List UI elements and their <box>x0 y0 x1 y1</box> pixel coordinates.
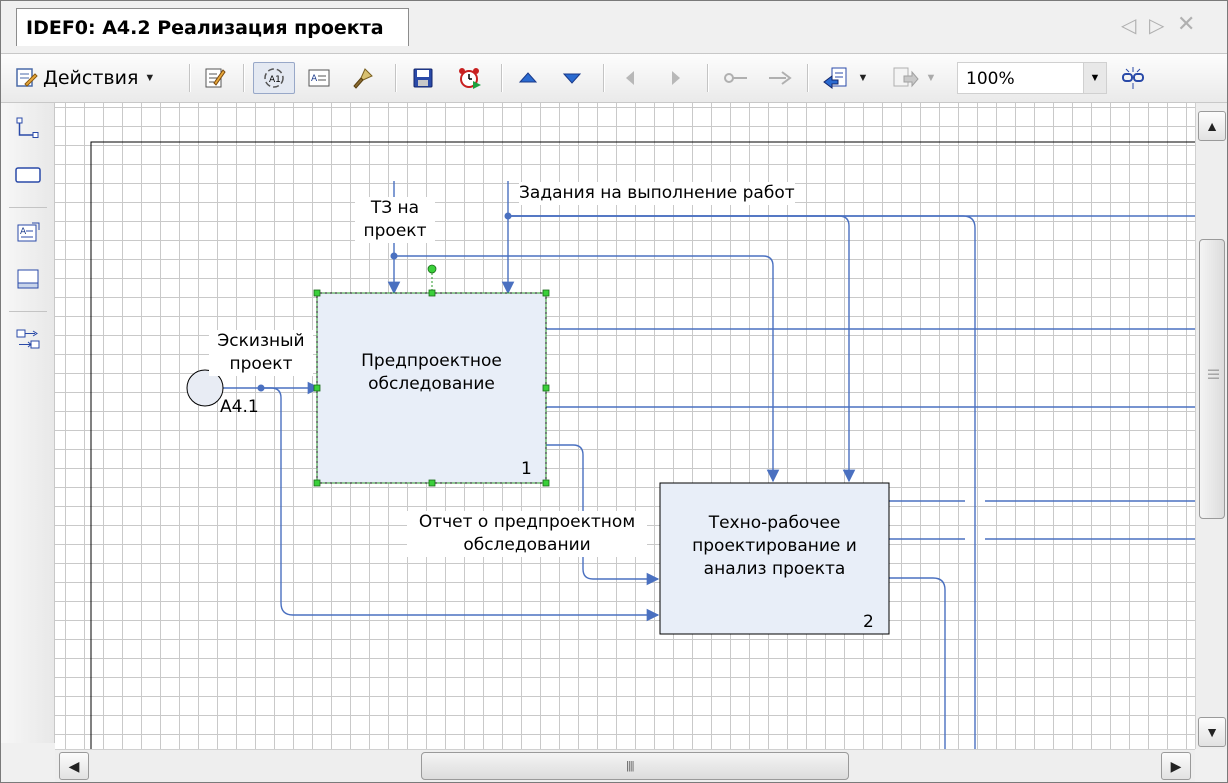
diagram-drawing <box>90 141 1195 749</box>
zoom-dropdown-icon[interactable]: ▼ <box>1083 63 1106 93</box>
svg-text:A1: A1 <box>269 75 281 85</box>
brush-icon <box>353 68 373 89</box>
page-frame <box>90 141 1195 749</box>
vertical-scrollbar[interactable]: ▲ ——— ▼ <box>1195 103 1227 749</box>
alarm-clock-icon <box>459 68 481 89</box>
vertical-scroll-thumb[interactable]: ——— <box>1199 239 1225 519</box>
tunnel-circle[interactable] <box>186 369 224 407</box>
chevron-up-icon: ▲ <box>1205 118 1219 134</box>
grip-icon: |||| <box>626 760 635 772</box>
edit-notes-icon <box>205 68 226 88</box>
diagram-canvas[interactable]: Предпроектное обследование 1 Техно-рабоч… <box>55 103 1195 749</box>
import-icon <box>822 67 847 89</box>
swap-connectors-icon <box>16 329 40 349</box>
arrow-tool-button[interactable] <box>14 115 42 143</box>
key-connector-icon <box>724 73 747 83</box>
actions-dropdown-icon: ▼ <box>144 72 156 84</box>
tool-palette: A <box>1 103 55 743</box>
simulate-button[interactable] <box>453 62 487 94</box>
horizontal-scroll-thumb[interactable]: |||| <box>421 752 849 780</box>
arrow-tz-to-activity2[interactable] <box>394 255 780 483</box>
zoom-value: 100% <box>966 69 1015 89</box>
move-down-button[interactable] <box>557 62 587 94</box>
import-button[interactable]: ▼ <box>817 62 873 94</box>
actions-icon <box>16 68 38 87</box>
activity-box-tool-button[interactable] <box>14 161 42 189</box>
svg-text:A: A <box>20 227 27 237</box>
break-link-button[interactable] <box>1117 62 1149 94</box>
chevron-left-icon: ◀ <box>68 757 80 774</box>
scroll-down-button[interactable]: ▼ <box>1198 717 1226 747</box>
tab-title: IDEF0: A4.2 Реализация проекта <box>26 17 384 39</box>
text-tool-button[interactable]: A <box>14 219 42 247</box>
import-dropdown-icon: ▼ <box>857 72 869 84</box>
text-annotation-icon: A <box>17 222 40 242</box>
tab-idef0-diagram[interactable]: IDEF0: A4.2 Реализация проекта <box>16 8 409 46</box>
save-icon <box>413 68 433 88</box>
close-tab-icon[interactable]: ✕ <box>1177 11 1196 36</box>
arrow-down-icon <box>562 73 582 84</box>
text-box-icon: A <box>308 69 330 87</box>
arrow-up-icon <box>518 72 538 83</box>
rectangle-icon <box>15 167 41 183</box>
actions-label: Действия <box>43 67 139 89</box>
auto-numbering-button[interactable]: A1 <box>253 62 295 94</box>
text-box-button[interactable]: A <box>303 62 335 94</box>
label-tasks[interactable]: Задания на выполнение работ <box>519 182 795 205</box>
connector-arrow-icon <box>16 117 39 138</box>
export-icon <box>893 67 919 88</box>
document-tab-bar: IDEF0: A4.2 Реализация проекта ◁ ▷ ✕ <box>1 1 1227 53</box>
move-up-button[interactable] <box>513 62 543 94</box>
auto-number-icon: A1 <box>264 68 284 88</box>
label-tz-project[interactable]: ТЗ на проект <box>355 197 435 243</box>
go-to-parent-button[interactable] <box>719 62 753 94</box>
format-brush-button[interactable] <box>347 62 379 94</box>
scroll-tabs-left-icon[interactable]: ◁ <box>1121 15 1137 37</box>
scroll-up-button[interactable]: ▲ <box>1198 111 1226 141</box>
frame-tool-button[interactable] <box>14 265 42 293</box>
arrow-sketch-to-activity2[interactable] <box>261 387 660 622</box>
activity-box-1[interactable] <box>316 292 547 484</box>
export-dropdown-icon: ▼ <box>925 72 937 84</box>
chevron-right-icon: ▶ <box>1170 757 1182 774</box>
rotate-handle[interactable] <box>427 264 437 274</box>
scroll-right-button[interactable]: ▶ <box>1161 752 1191 780</box>
next-diagram-button[interactable] <box>661 62 691 94</box>
zoom-select[interactable]: 100% ▼ <box>957 62 1107 94</box>
horizontal-scrollbar[interactable]: ◀ |||| ▶ <box>55 749 1195 782</box>
triangle-right-icon <box>672 71 680 85</box>
scrollbar-corner <box>1195 749 1227 782</box>
activity-2-number: 2 <box>863 612 874 632</box>
scroll-left-button[interactable]: ◀ <box>59 752 89 780</box>
edit-properties-button[interactable] <box>199 62 231 94</box>
actions-menu-button[interactable]: Действия ▼ <box>15 62 155 94</box>
go-to-child-button[interactable] <box>763 62 797 94</box>
arrow-activity2-output-3[interactable] <box>889 577 946 749</box>
tunnel-tool-button[interactable] <box>14 325 42 353</box>
label-pre-project-report[interactable]: Отчет о предпроектном обследовании <box>407 511 647 557</box>
activity-1-number: 1 <box>521 459 532 479</box>
triangle-left-icon <box>626 71 634 85</box>
activity-box-2[interactable] <box>659 482 890 635</box>
activity-2-title: Техно-рабочее проектирование и анализ пр… <box>692 513 857 579</box>
chevron-down-icon: ▼ <box>1205 724 1219 740</box>
tunnel-reference-label: A4.1 <box>220 397 259 417</box>
broken-chain-icon <box>1122 67 1144 89</box>
activity-1-title: Предпроектное обследование <box>361 351 502 394</box>
scroll-tabs-right-icon[interactable]: ▷ <box>1149 15 1165 37</box>
diagram-toolbar: Действия ▼ A1 A <box>1 53 1227 103</box>
grip-icon: ——— <box>1208 364 1219 384</box>
export-button[interactable]: ▼ <box>885 62 941 94</box>
svg-text:A: A <box>311 74 318 84</box>
arrow-connector-icon <box>769 71 792 85</box>
previous-diagram-button[interactable] <box>615 62 645 94</box>
label-sketch-project[interactable]: Эскизный проект <box>209 330 313 376</box>
save-button[interactable] <box>407 62 439 94</box>
frame-icon <box>17 269 39 289</box>
